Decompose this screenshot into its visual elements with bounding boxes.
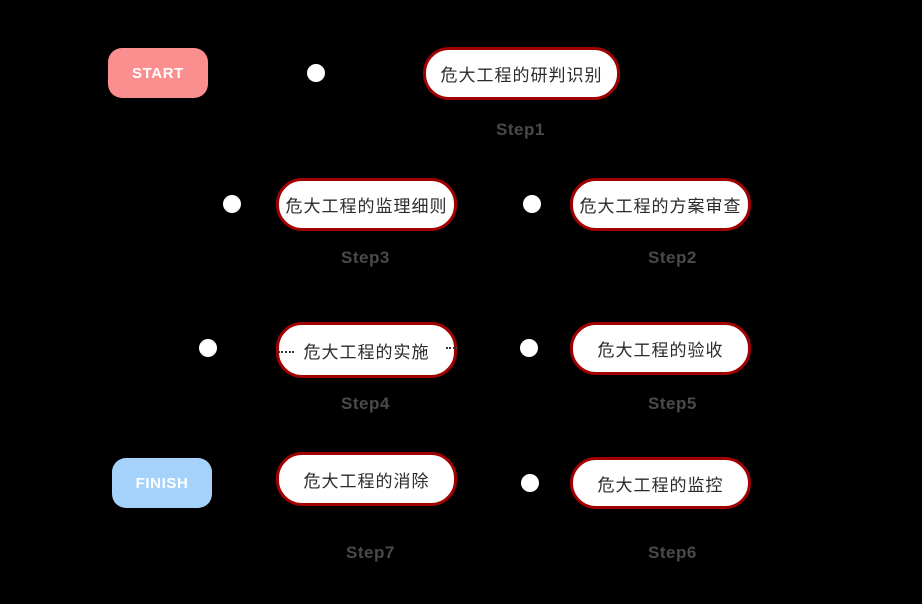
node-dot-step4[interactable]: [199, 339, 217, 357]
step-label-step6: 危大工程的监控: [597, 475, 724, 496]
step-caption-step5: Step5: [648, 394, 697, 413]
start-terminal-button[interactable]: START: [108, 48, 208, 98]
dotted-connector-left-step4: [278, 351, 294, 353]
node-dot-step6[interactable]: [521, 474, 539, 492]
step-box-step3[interactable]: 危大工程的监理细则: [276, 178, 457, 231]
step-label-step2: 危大工程的方案审查: [579, 197, 742, 217]
step-label-step1: 危大工程的研判识别: [440, 66, 603, 86]
step-caption-step7: Step7: [346, 543, 395, 562]
step-box-step5[interactable]: 危大工程的验收: [570, 322, 751, 375]
node-dot-step1[interactable]: [307, 64, 325, 82]
step-box-step4[interactable]: 危大工程的实施: [276, 322, 457, 378]
step-caption-step4: Step4: [341, 394, 390, 413]
finish-terminal-button[interactable]: FINISH: [112, 458, 212, 508]
step-box-step6[interactable]: 危大工程的监控: [570, 457, 751, 509]
step-caption-step1: Step1: [496, 120, 545, 139]
step-label-step3: 危大工程的监理细则: [285, 197, 448, 217]
dotted-connector-right-step4: [446, 347, 458, 349]
step-box-step1[interactable]: 危大工程的研判识别: [423, 47, 620, 100]
step-caption-step3: Step3: [341, 248, 390, 267]
step-label-step5: 危大工程的验收: [597, 341, 724, 361]
step-box-step7[interactable]: 危大工程的消除: [276, 452, 457, 506]
step-box-step2[interactable]: 危大工程的方案审查: [570, 178, 751, 231]
step-caption-step2: Step2: [648, 248, 697, 267]
step-label-step7: 危大工程的消除: [303, 471, 430, 492]
node-dot-step3[interactable]: [223, 195, 241, 213]
step-caption-step6: Step6: [648, 543, 697, 562]
step-label-step4: 危大工程的实施: [303, 342, 430, 363]
node-dot-step5[interactable]: [520, 339, 538, 357]
node-dot-step2[interactable]: [523, 195, 541, 213]
